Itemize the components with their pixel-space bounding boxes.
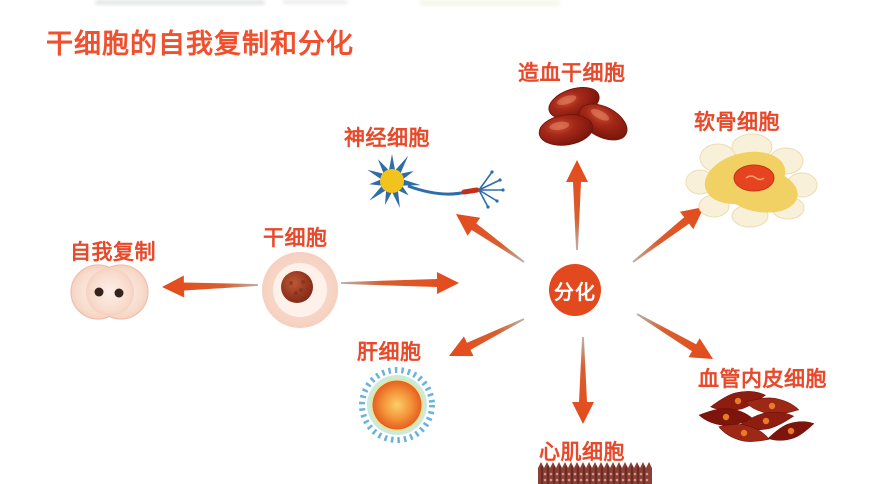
self-renewal-cell-illustration [70, 264, 149, 320]
page-title: 干细胞的自我复制和分化 [46, 29, 354, 60]
arrow-to-chondrocyte [632, 207, 704, 263]
label-cardiac-muscle-cell: 心肌细胞 [539, 440, 625, 464]
label-liver-cell: 肝细胞 [357, 340, 422, 364]
label-stem-cell: 干细胞 [263, 226, 328, 250]
top-edge-artifact [420, 0, 560, 6]
arrow-to-nerve [456, 214, 525, 263]
arrow-to-endothelial [636, 313, 713, 359]
top-edge-artifact [95, 0, 265, 5]
hematopoietic-cells-illustration [538, 87, 628, 146]
nerve-cell-illustration [367, 154, 505, 209]
chondrocyte-illustration [685, 133, 818, 228]
differentiation-node: 分化 [549, 264, 601, 316]
stem-cell-illustration [262, 252, 338, 328]
label-hematopoietic-stem-cell: 造血干细胞 [518, 61, 626, 85]
label-chondrocyte: 软骨细胞 [694, 110, 780, 134]
cardiac-muscle-illustration [538, 462, 652, 484]
endothelial-cells-illustration [698, 391, 815, 442]
arrow-to-hematopoietic [566, 160, 588, 250]
arrow-to-cardiac [572, 337, 594, 424]
label-vascular-endothelial-cell: 血管内皮细胞 [698, 367, 827, 391]
label-nerve-cell: 神经细胞 [344, 126, 430, 150]
arrow-to-liver [449, 318, 525, 357]
top-edge-artifact [282, 0, 348, 4]
arrow-stem-to-differentiation [341, 272, 459, 294]
label-self-renewal: 自我复制 [70, 240, 156, 264]
liver-cell-illustration [359, 367, 435, 443]
arrow-self-renewal [162, 275, 258, 298]
